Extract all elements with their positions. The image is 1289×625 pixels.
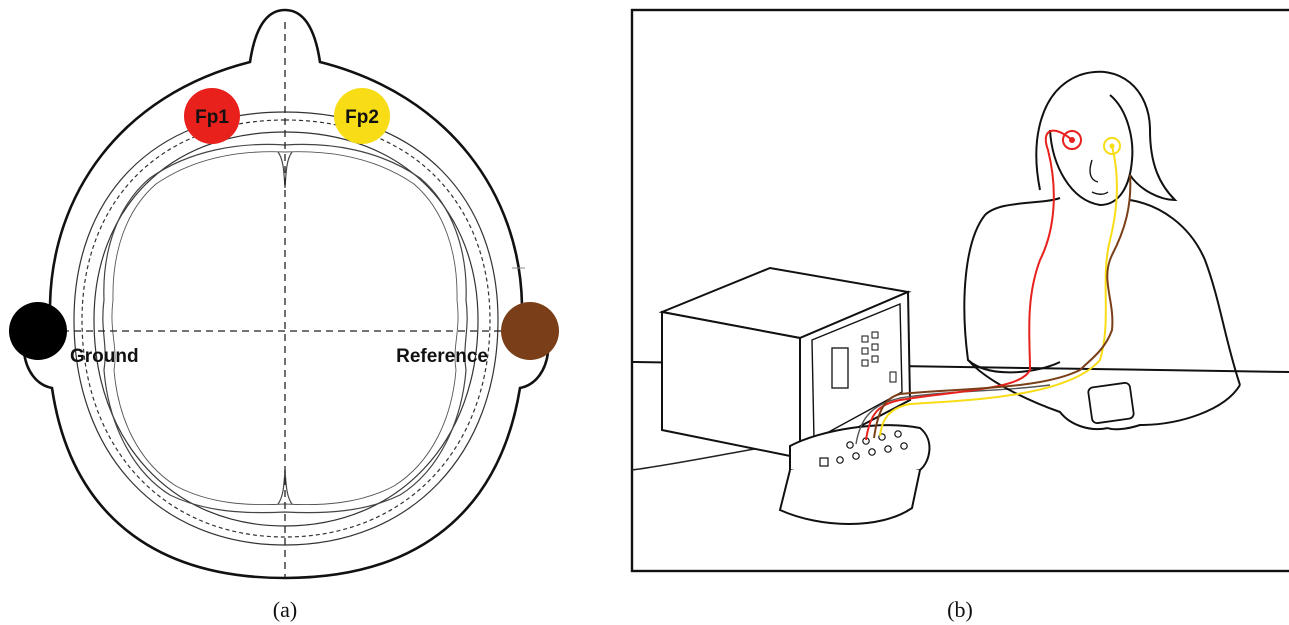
head-outline: [21, 8, 551, 580]
panel-b-frame: [630, 8, 1289, 573]
smartphone: [1087, 381, 1135, 425]
recording-device-box: [658, 266, 912, 460]
electrode-ground-dot: [9, 302, 67, 360]
panel-a-head-diagram: Fp1 Fp2 Ground Reference: [9, 8, 559, 580]
electrode-fp2-dot: [334, 88, 390, 144]
headbox-socket: [900, 442, 908, 450]
headbox-indicator: [819, 457, 829, 467]
person: [865, 70, 1241, 441]
brain-outline: [102, 143, 468, 514]
device-button-3: [861, 347, 869, 355]
person-hair: [1035, 70, 1178, 202]
electrode-fp1-label: Fp1: [195, 107, 229, 128]
device-button-1: [861, 335, 869, 343]
electrode-reference: Reference: [396, 302, 559, 367]
person-torso: [963, 197, 1241, 386]
headbox-socket: [868, 448, 876, 456]
device-button-5: [861, 359, 869, 367]
headbox-body: [778, 469, 921, 525]
lead-wire-yellow: [879, 145, 1118, 437]
electrode-ground: Ground: [9, 302, 139, 367]
device-button-6: [871, 355, 879, 363]
electrode-fp1-dot: [184, 88, 240, 144]
scalp-dashed-contour: [81, 119, 491, 538]
headbox-socket: [836, 456, 844, 464]
person-face: [1049, 94, 1134, 207]
electrode-fp2: Fp2: [334, 88, 390, 144]
device-switch: [889, 371, 897, 383]
headbox-socket: [852, 452, 860, 460]
headbox-socket: [846, 441, 854, 449]
amplifier-headbox: [778, 424, 931, 525]
headbox-socket: [894, 430, 902, 438]
caption-b: (b): [947, 597, 973, 622]
lead-wire-brown: [873, 174, 1132, 439]
headbox-socket: [884, 445, 892, 453]
electrode-reference-label: Reference: [396, 346, 488, 367]
falx-front: [277, 151, 293, 189]
device-display: [831, 347, 849, 389]
device-button-4: [871, 343, 879, 351]
lead-wire-red: [865, 129, 1073, 441]
person-arms: [967, 359, 1241, 431]
panel-b-illustration: [630, 8, 1289, 573]
cable-headbox-gray: [855, 384, 1051, 445]
device-front-panel: [811, 302, 903, 442]
person-mouth: [1091, 191, 1109, 195]
electrode-fp2-label: Fp2: [345, 107, 379, 128]
electrode-ground-label: Ground: [70, 346, 139, 367]
electrode-reference-dot: [501, 302, 559, 360]
electrode-fp1: Fp1: [184, 88, 240, 144]
device-button-2: [871, 331, 879, 339]
caption-a: (a): [273, 597, 297, 622]
person-nose: [1089, 159, 1099, 183]
